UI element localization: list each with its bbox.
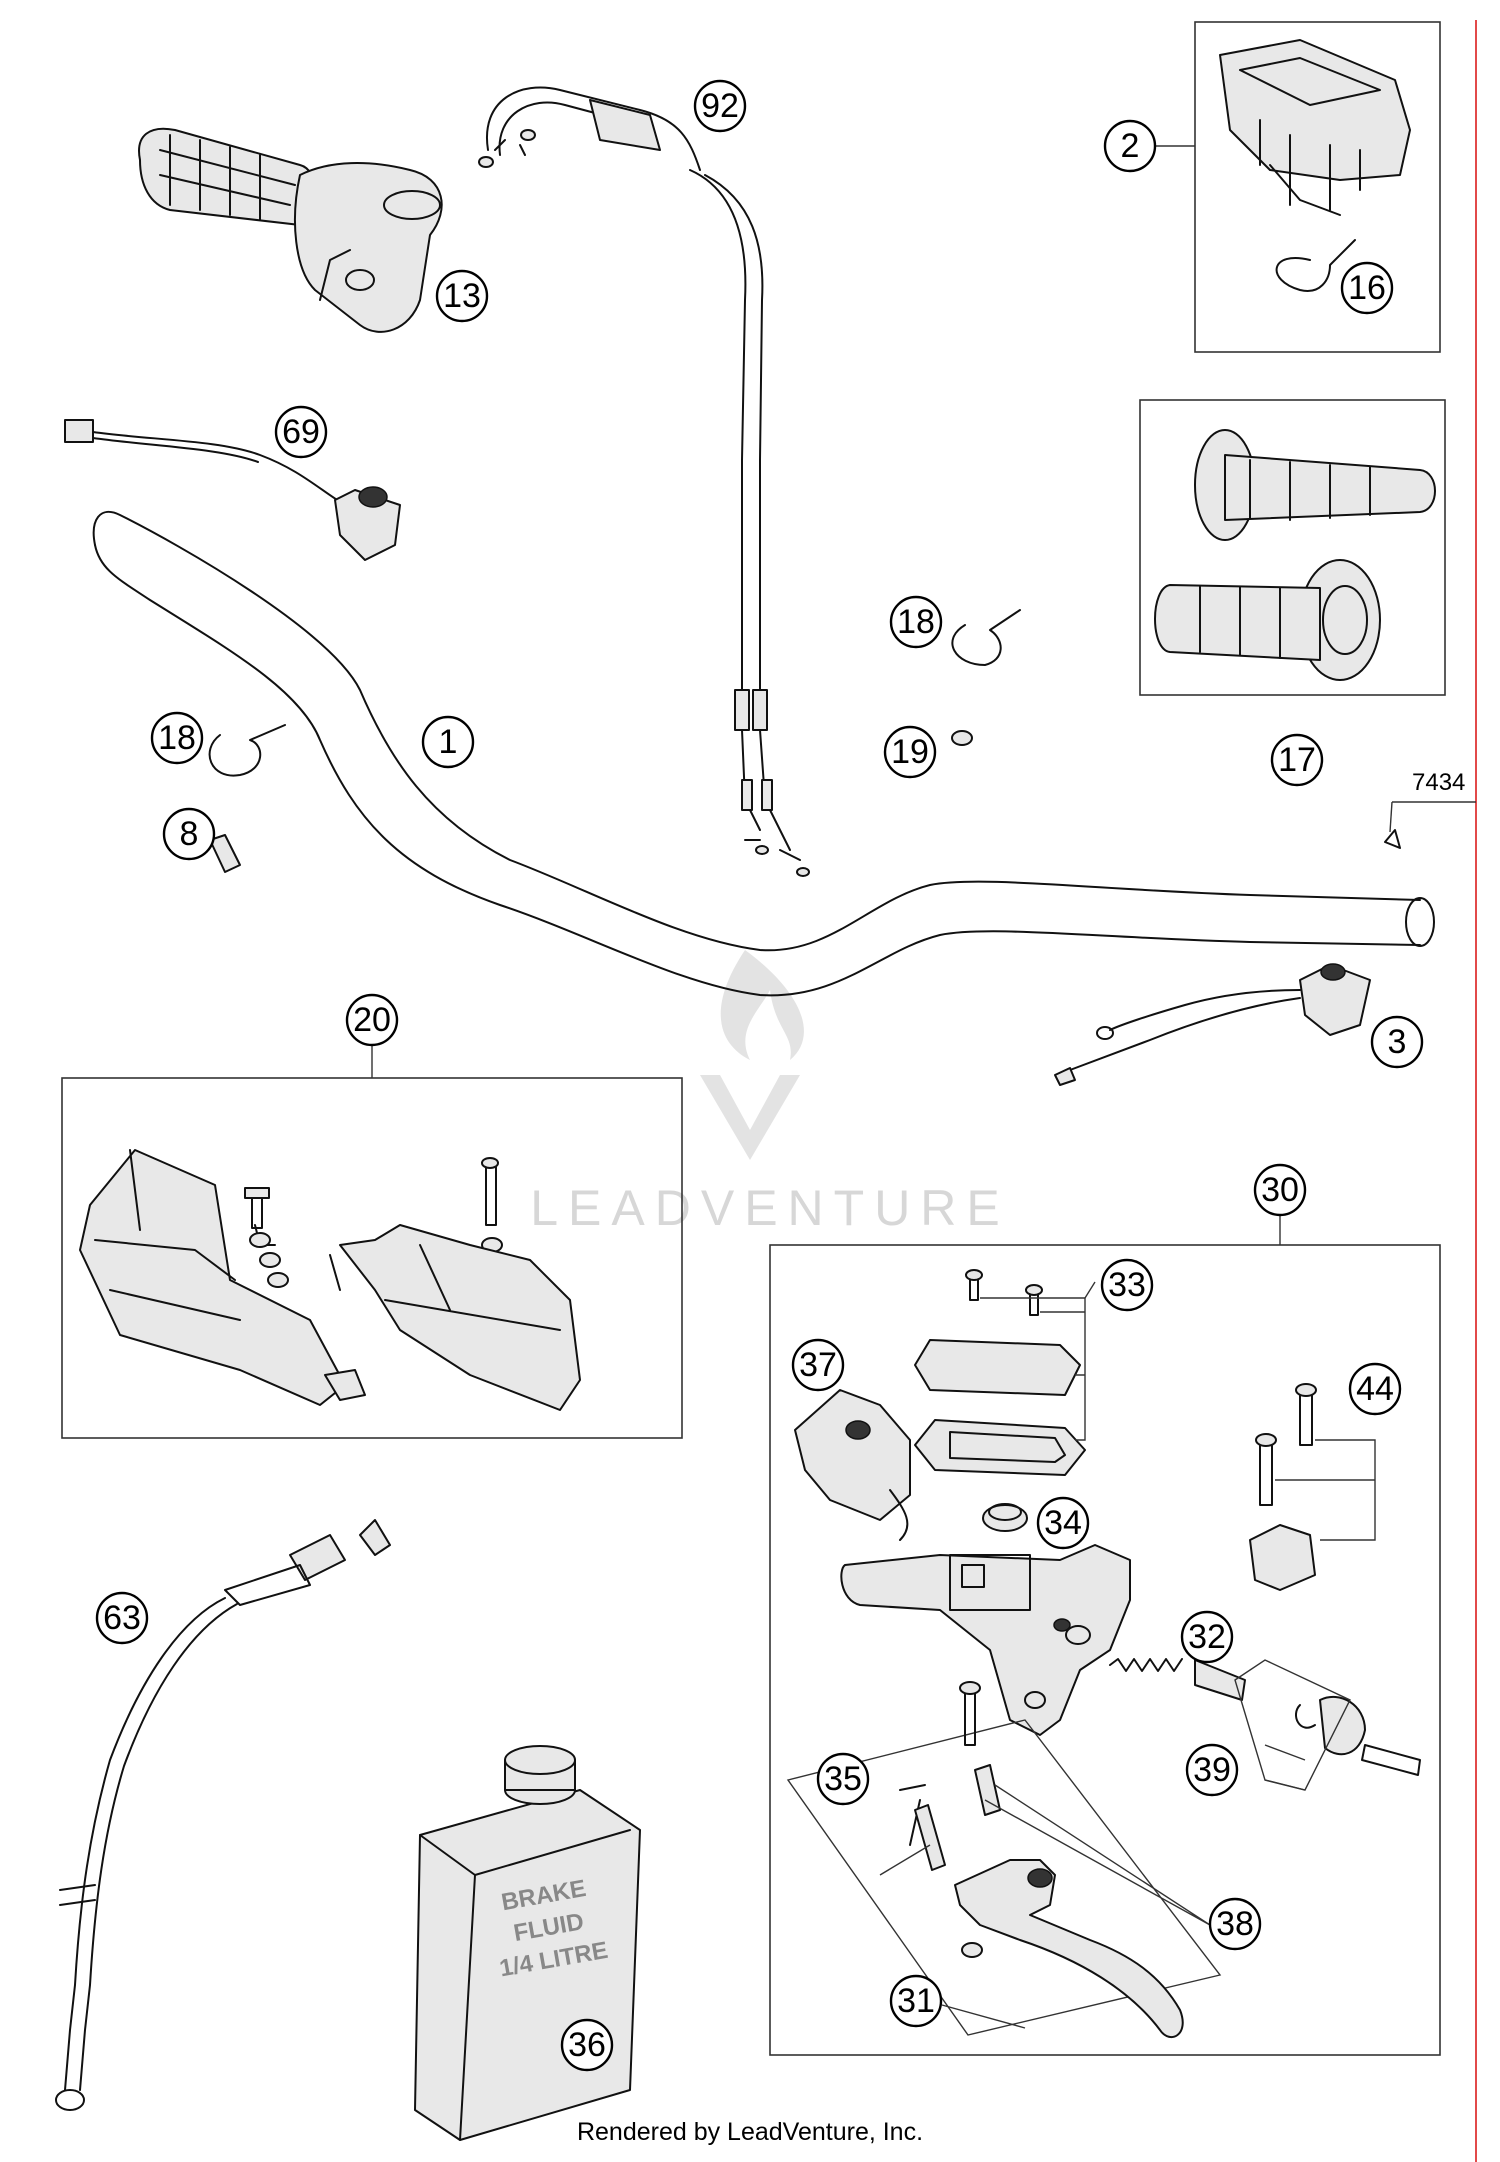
throttle-cable-part[interactable]	[478, 86, 810, 877]
nut-part[interactable]	[951, 730, 973, 746]
svg-text:92: 92	[701, 87, 739, 125]
callout-13[interactable]: 13	[435, 269, 489, 323]
callout-2[interactable]: 2	[1103, 119, 1157, 173]
svg-text:44: 44	[1356, 1370, 1394, 1408]
reservoir-cover-part[interactable]	[914, 1269, 1086, 1476]
callout-3[interactable]: 3	[1370, 1015, 1424, 1069]
piston-kit-part[interactable]	[1109, 1658, 1421, 1791]
watermark-logo	[700, 950, 804, 1160]
clamp-cover-part[interactable]	[794, 1389, 911, 1541]
brake-lever-part[interactable]	[899, 1681, 1184, 2039]
leader-lever	[879, 1784, 1211, 1926]
callout-1[interactable]: 1	[421, 715, 475, 769]
svg-text:31: 31	[897, 1982, 935, 2020]
cover-part[interactable]	[1219, 39, 1411, 216]
cable-tie-right-part[interactable]	[951, 609, 1021, 666]
sleeve-part[interactable]	[209, 834, 241, 873]
svg-text:13: 13	[443, 277, 481, 315]
callout-20[interactable]: 20	[345, 993, 399, 1047]
callout-30[interactable]: 30	[1253, 1163, 1307, 1217]
callout-32[interactable]: 32	[1180, 1610, 1234, 1664]
callout-31[interactable]: 31	[889, 1974, 943, 2028]
handlebar-part[interactable]	[92, 510, 1435, 997]
leader-31	[941, 2004, 1026, 2029]
cover-group-frame	[1194, 21, 1441, 353]
svg-text:2: 2	[1121, 127, 1140, 165]
callout-44[interactable]: 44	[1348, 1362, 1402, 1416]
callout-92[interactable]: 92	[693, 79, 747, 133]
callout-18-right[interactable]: 18	[889, 595, 943, 649]
callout-35[interactable]: 35	[816, 1752, 870, 1806]
svg-text:33: 33	[1108, 1266, 1146, 1304]
master-cylinder-group-frame	[769, 1244, 1441, 2056]
callout-36[interactable]: 36	[560, 2018, 614, 2072]
svg-text:20: 20	[353, 1001, 391, 1039]
svg-text:36: 36	[568, 2026, 606, 2064]
callout-69[interactable]: 69	[274, 405, 328, 459]
svg-text:3: 3	[1388, 1023, 1407, 1061]
start-switch-part[interactable]	[1054, 963, 1371, 1086]
callout-34[interactable]: 34	[1036, 1496, 1090, 1550]
svg-text:30: 30	[1261, 1171, 1299, 1209]
handguard-kit-part[interactable]	[79, 1149, 581, 1411]
master-cylinder-body-part[interactable]	[840, 1544, 1131, 1736]
footer-credit: Rendered by LeadVenture, Inc.	[576, 2118, 924, 2146]
leader-33-tip	[1084, 1281, 1096, 1299]
reference-number: 7434	[1412, 769, 1465, 796]
brake-line-part[interactable]	[55, 1519, 391, 2111]
leader-33	[980, 1297, 1086, 1441]
svg-text:8: 8	[180, 815, 199, 853]
grips-part[interactable]	[1154, 429, 1436, 681]
callout-33[interactable]: 33	[1100, 1258, 1154, 1312]
svg-text:37: 37	[799, 1346, 837, 1384]
svg-text:34: 34	[1044, 1504, 1082, 1542]
callout-19[interactable]: 19	[883, 725, 937, 779]
svg-text:17: 17	[1278, 741, 1316, 779]
grips-group-frame	[1139, 399, 1446, 696]
clamp-bolt-part[interactable]	[1249, 1383, 1376, 1591]
lever-group-frame	[786, 1719, 1222, 2036]
svg-text:18: 18	[158, 719, 196, 757]
callout-16[interactable]: 16	[1340, 261, 1394, 315]
cable-tie-part[interactable]	[1275, 239, 1356, 292]
svg-text:32: 32	[1188, 1618, 1226, 1656]
svg-text:1: 1	[439, 723, 458, 761]
svg-text:39: 39	[1193, 1751, 1231, 1789]
reference-leader-drop	[1389, 801, 1393, 833]
svg-text:19: 19	[891, 733, 929, 771]
callout-38[interactable]: 38	[1208, 1897, 1262, 1951]
throttle-grip-assembly-part[interactable]	[138, 127, 443, 333]
callout-39[interactable]: 39	[1185, 1743, 1239, 1797]
svg-text:35: 35	[824, 1760, 862, 1798]
reservoir-cap-part[interactable]	[982, 1503, 1028, 1532]
callout-37[interactable]: 37	[791, 1338, 845, 1392]
svg-text:63: 63	[103, 1599, 141, 1637]
svg-text:69: 69	[282, 413, 320, 451]
svg-text:38: 38	[1216, 1905, 1254, 1943]
svg-text:18: 18	[897, 603, 935, 641]
callout-8[interactable]: 8	[162, 807, 216, 861]
callout-63[interactable]: 63	[95, 1591, 149, 1645]
cable-tie-left-part[interactable]	[208, 724, 286, 777]
svg-text:16: 16	[1348, 269, 1386, 307]
watermark-text: LEADVENTURE	[530, 1180, 1010, 1236]
kill-switch-part[interactable]	[64, 419, 401, 561]
callout-18-left[interactable]: 18	[150, 711, 204, 765]
callout-17[interactable]: 17	[1270, 733, 1324, 787]
